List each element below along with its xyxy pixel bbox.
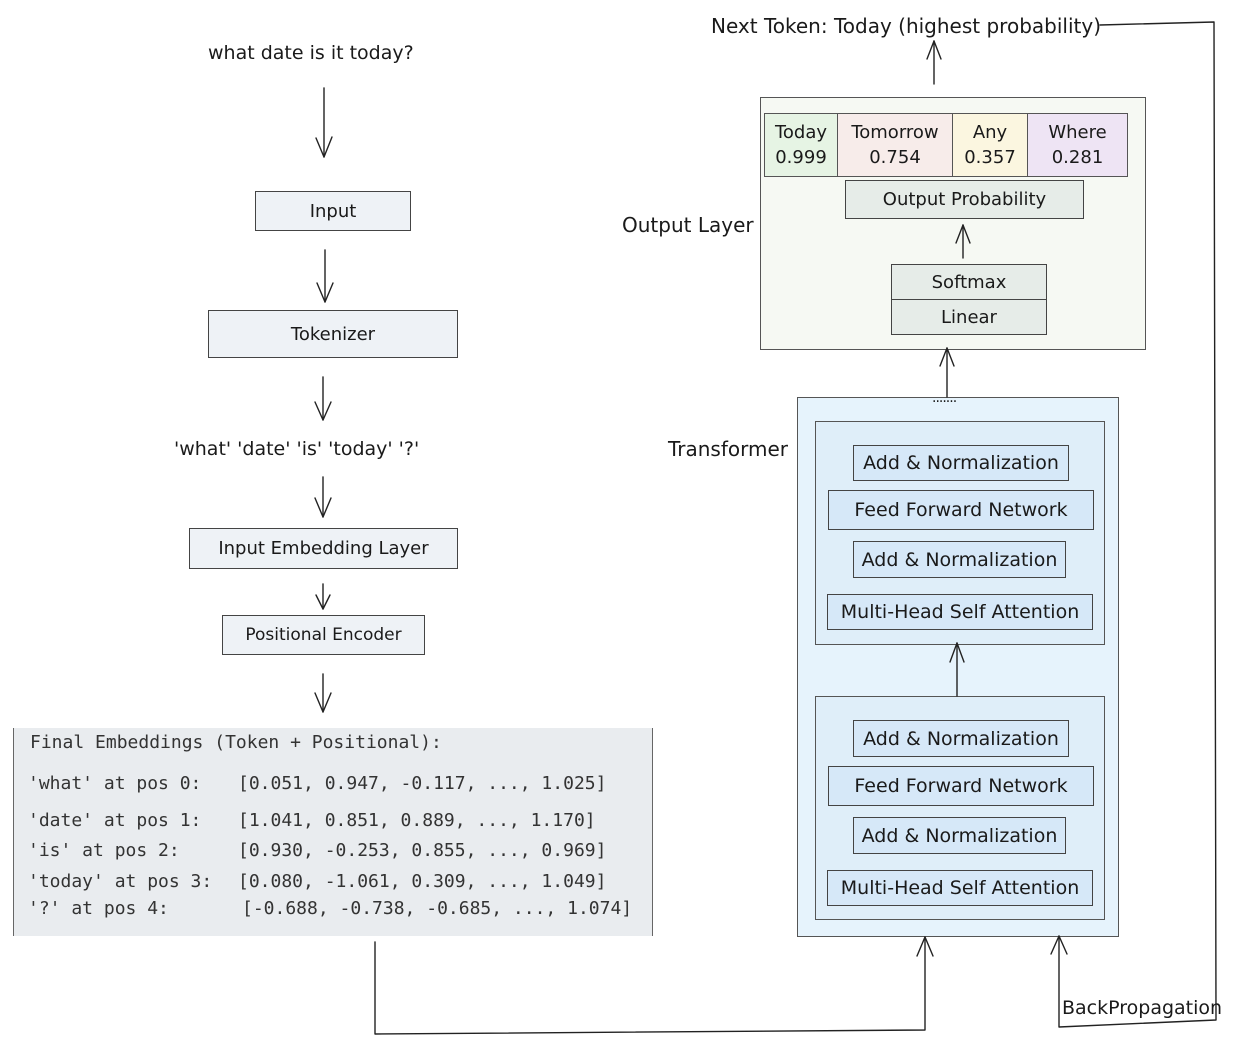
add-norm-label: Add & Normalization xyxy=(861,548,1058,571)
add-norm-label: Add & Normalization xyxy=(861,824,1058,847)
input-embedding-layer-label: Input Embedding Layer xyxy=(218,538,429,559)
embeddings-panel: Final Embeddings (Token + Positional): '… xyxy=(13,728,653,936)
add-norm-box: Add & Normalization xyxy=(853,445,1069,481)
candidate-word: Tomorrow xyxy=(851,122,939,143)
down-arrow-icon xyxy=(315,87,333,158)
down-arrow-icon xyxy=(315,583,331,610)
embedding-row-vector: [0.051, 0.947, -0.117, ..., 1.025] xyxy=(238,773,607,794)
embedding-row-vector: [1.041, 0.851, 0.889, ..., 1.170] xyxy=(238,810,596,831)
embedding-row-token: 'today' at pos 3: xyxy=(28,871,213,892)
down-arrow-icon xyxy=(314,673,332,713)
feed-forward-box: Feed Forward Network xyxy=(828,490,1094,530)
down-arrow-icon xyxy=(316,249,334,303)
candidate-word: Any xyxy=(972,122,1008,143)
feed-forward-box: Feed Forward Network xyxy=(828,766,1094,806)
backprop-label: BackPropagation xyxy=(1062,997,1223,1019)
feed-forward-label: Feed Forward Network xyxy=(854,499,1068,521)
input-label: Input xyxy=(309,200,357,222)
output-layer-label: Output Layer xyxy=(622,213,754,237)
embeddings-title: Final Embeddings (Token + Positional): xyxy=(30,732,442,753)
candidate-tomorrow-cell: Tomorrow 0.754 xyxy=(837,113,953,177)
feed-forward-label: Feed Forward Network xyxy=(854,775,1068,797)
transformer-label: Transformer xyxy=(668,437,789,461)
self-attention-label: Multi-Head Self Attention xyxy=(840,601,1080,623)
next-token-text: Next Token: Today (highest probability) xyxy=(711,14,1101,38)
input-embedding-layer-box: Input Embedding Layer xyxy=(189,528,458,569)
linear-label: Linear xyxy=(941,306,997,328)
candidate-prob: 0.281 xyxy=(1051,147,1104,168)
candidate-prob: 0.999 xyxy=(775,147,827,168)
add-norm-label: Add & Normalization xyxy=(863,727,1059,750)
softmax-label: Softmax xyxy=(931,271,1007,293)
question-text: what date is it today? xyxy=(208,42,414,64)
embedding-row-token: 'what' at pos 0: xyxy=(28,773,202,794)
embedding-row-vector: [0.080, -1.061, 0.309, ..., 1.049] xyxy=(238,871,607,892)
candidate-prob: 0.754 xyxy=(869,147,921,168)
transformer-ellipsis: ....... xyxy=(932,390,957,406)
embedding-row-vector: [0.930, -0.253, 0.855, ..., 0.969] xyxy=(238,840,607,861)
input-box: Input xyxy=(255,191,411,231)
tokenizer-label: Tokenizer xyxy=(290,323,376,345)
down-arrow-icon xyxy=(314,476,332,518)
up-arrow-icon xyxy=(939,347,955,398)
candidate-word: Where xyxy=(1048,122,1107,143)
up-arrow-icon xyxy=(949,642,965,697)
down-arrow-icon xyxy=(314,376,332,421)
self-attention-label: Multi-Head Self Attention xyxy=(840,877,1080,899)
output-probability-label: Output Probability xyxy=(882,189,1047,210)
embedding-row-token: '?' at pos 4: xyxy=(28,898,169,919)
softmax-box: Softmax xyxy=(891,264,1047,300)
self-attention-box: Multi-Head Self Attention xyxy=(827,870,1093,906)
self-attention-box: Multi-Head Self Attention xyxy=(827,594,1093,630)
add-norm-box: Add & Normalization xyxy=(853,720,1069,757)
backpropagation-loop-connector xyxy=(1050,21,1217,1028)
tokenizer-box: Tokenizer xyxy=(208,310,458,358)
positional-encoder-label: Positional Encoder xyxy=(245,625,402,645)
candidate-word: Today xyxy=(774,122,828,143)
embedding-row-vector: [-0.688, -0.738, -0.685, ..., 1.074] xyxy=(242,898,633,919)
candidate-today-cell: Today 0.999 xyxy=(764,113,838,177)
add-norm-box: Add & Normalization xyxy=(853,817,1066,854)
embedding-row-token: 'is' at pos 2: xyxy=(28,840,180,861)
tokens-text: 'what' 'date' 'is' 'today' '?' xyxy=(174,438,420,460)
add-norm-box: Add & Normalization xyxy=(853,541,1066,578)
add-norm-label: Add & Normalization xyxy=(863,452,1059,474)
output-probability-box: Output Probability xyxy=(845,180,1084,219)
up-arrow-icon xyxy=(926,40,942,85)
up-arrow-icon xyxy=(955,224,971,259)
positional-encoder-box: Positional Encoder xyxy=(222,615,425,655)
embedding-row-token: 'date' at pos 1: xyxy=(28,810,202,831)
linear-box: Linear xyxy=(891,299,1047,335)
embeddings-to-transformer-connector xyxy=(374,936,934,1035)
candidate-where-cell: Where 0.281 xyxy=(1027,113,1128,177)
candidate-prob: 0.357 xyxy=(964,147,1016,168)
